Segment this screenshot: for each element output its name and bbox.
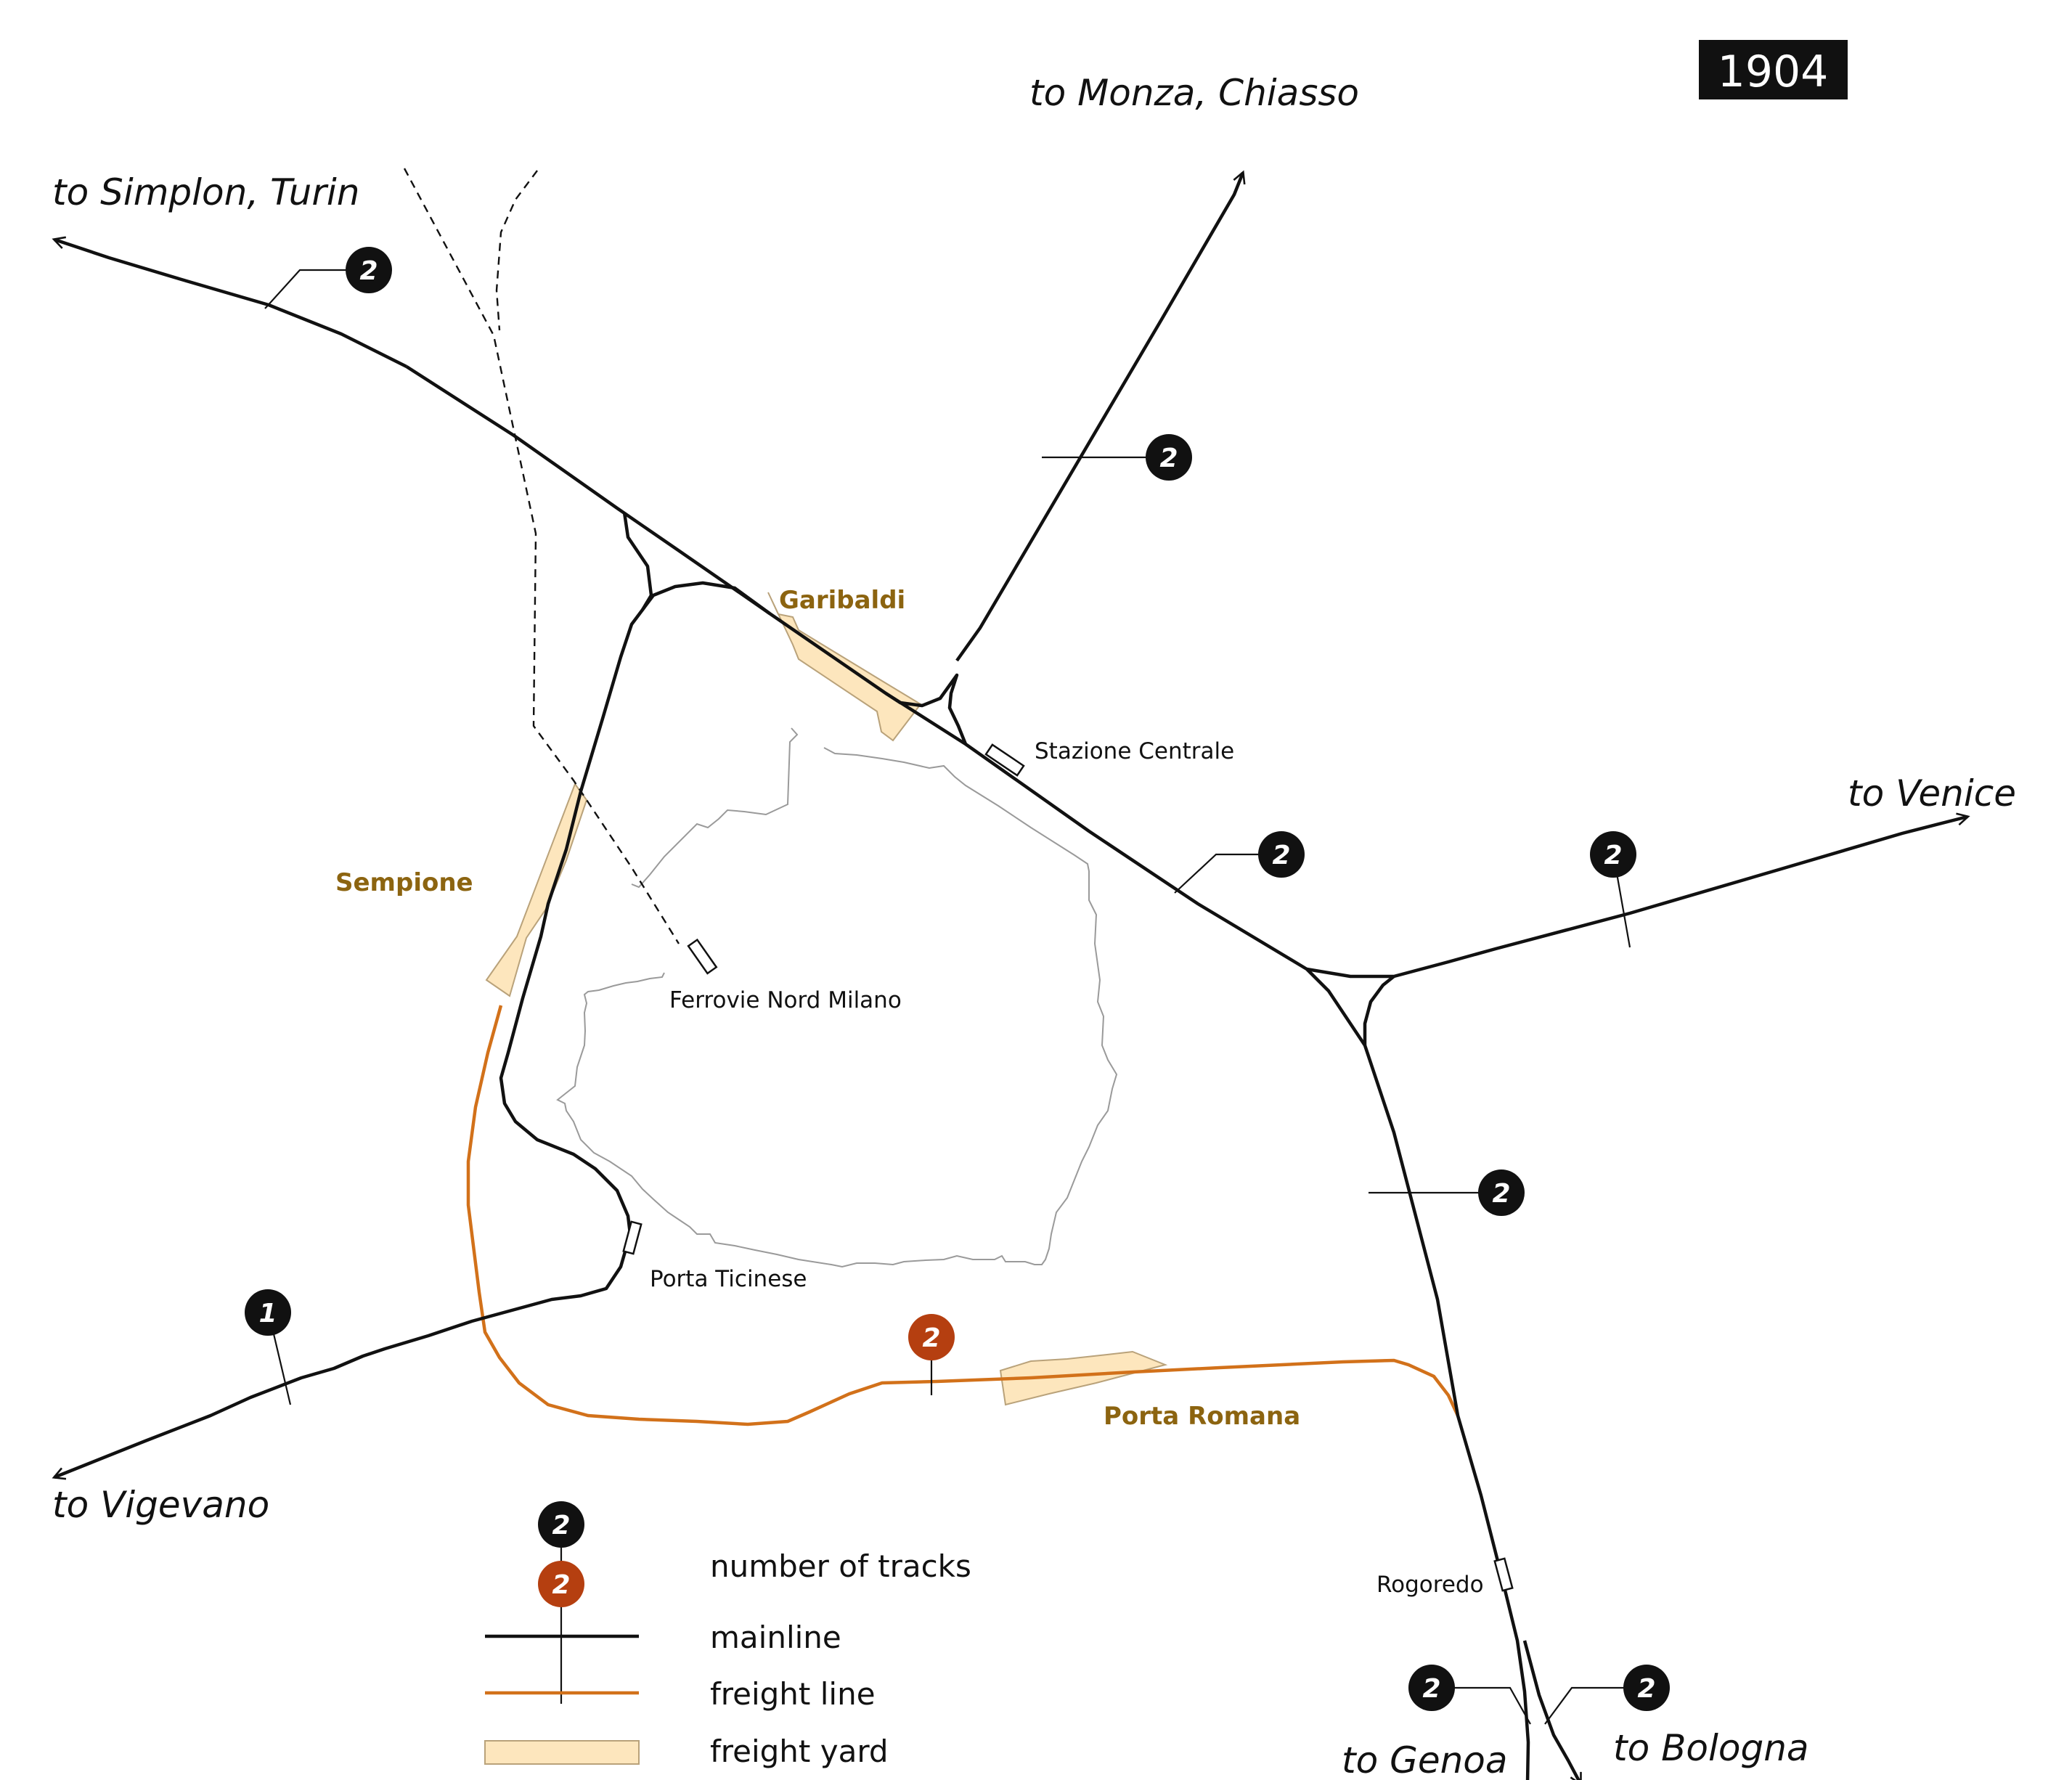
legend-yard-swatch bbox=[484, 1740, 640, 1765]
station-labels: Stazione Centrale Ferrovie Nord Milano P… bbox=[650, 738, 1484, 1598]
destination-labels: to Simplon, Turin to Monza, Chiasso to V… bbox=[52, 72, 2016, 1780]
badge-genoa: 2 bbox=[1408, 1665, 1455, 1711]
centrale-marker bbox=[984, 743, 1025, 777]
legend-tracks: number of tracks bbox=[710, 1548, 971, 1584]
east-chord bbox=[1363, 975, 1395, 1045]
legend-freight-yard: freight yard bbox=[710, 1734, 889, 1769]
label-fnm: Ferrovie Nord Milano bbox=[669, 987, 902, 1013]
track-badges: 2 2 2 2 2 1 2 2 bbox=[245, 247, 1670, 1711]
main-trunk bbox=[405, 365, 1530, 1780]
label-garibaldi: Garibaldi bbox=[779, 586, 905, 615]
badge-bologna: 2 bbox=[1623, 1665, 1670, 1711]
badge-south: 2 bbox=[1478, 1169, 1525, 1216]
city-wall-outline bbox=[556, 727, 1118, 1268]
svg-text:2: 2 bbox=[1604, 841, 1622, 870]
centrale-chord-north bbox=[884, 673, 968, 745]
label-rogoredo: Rogoredo bbox=[1376, 1572, 1484, 1598]
dest-vigevano: to Vigevano bbox=[52, 1484, 269, 1526]
svg-text:2: 2 bbox=[1159, 444, 1178, 473]
ticinese-marker bbox=[622, 1220, 643, 1255]
dest-bologna: to Bologna bbox=[1613, 1727, 1809, 1769]
svg-text:2: 2 bbox=[1422, 1674, 1440, 1704]
svg-text:1: 1 bbox=[258, 1299, 277, 1328]
label-sempione: Sempione bbox=[335, 868, 473, 897]
dest-genoa: to Genoa bbox=[1342, 1739, 1508, 1780]
bologna-line bbox=[1522, 1640, 1582, 1780]
dest-venice: to Venice bbox=[1848, 772, 2016, 815]
dest-monza: to Monza, Chiasso bbox=[1029, 72, 1359, 114]
badge-simplon: 2 bbox=[346, 247, 392, 293]
yard-labels: Garibaldi Sempione Porta Romana bbox=[335, 586, 1300, 1431]
year-box: 1904 bbox=[1699, 40, 1848, 99]
svg-text:2: 2 bbox=[1492, 1179, 1510, 1209]
badge-freight: 2 bbox=[908, 1314, 955, 1360]
legend-freight-line: freight line bbox=[710, 1676, 876, 1712]
freight-line bbox=[466, 1005, 1460, 1426]
year-label: 1904 bbox=[1718, 46, 1829, 97]
porta-romana-yard bbox=[999, 1350, 1168, 1406]
badge-monza: 2 bbox=[1146, 434, 1192, 481]
svg-text:2: 2 bbox=[1637, 1674, 1655, 1704]
sempione-yard bbox=[485, 782, 588, 997]
legend-badge-black: 2 bbox=[552, 1511, 570, 1540]
station-markers bbox=[622, 743, 1514, 1592]
legend-badge-orange: 2 bbox=[552, 1570, 570, 1600]
simplon-line bbox=[52, 236, 408, 369]
label-ticinese: Porta Ticinese bbox=[650, 1266, 807, 1292]
svg-text:2: 2 bbox=[1272, 841, 1290, 870]
west-loop bbox=[52, 512, 653, 1480]
badge-centrale-east: 2 bbox=[1258, 831, 1305, 878]
svg-text:2: 2 bbox=[359, 256, 378, 286]
venice-line bbox=[1306, 812, 1970, 979]
svg-text:2: 2 bbox=[922, 1323, 940, 1353]
garibaldi-chord bbox=[641, 581, 771, 615]
monza-line bbox=[955, 170, 1246, 662]
fnm-marker bbox=[687, 938, 718, 975]
badge-venice: 2 bbox=[1590, 831, 1636, 878]
track-leaders bbox=[264, 269, 1631, 1725]
label-centrale: Stazione Centrale bbox=[1035, 738, 1234, 764]
fnm-dashed-lines bbox=[403, 168, 680, 944]
rogoredo-marker bbox=[1493, 1557, 1514, 1592]
label-porta-romana: Porta Romana bbox=[1104, 1402, 1300, 1431]
dest-simplon: to Simplon, Turin bbox=[52, 171, 359, 213]
mainlines bbox=[52, 170, 1970, 1780]
legend: 2 2 number of tracks mainline freight li… bbox=[484, 1501, 971, 1769]
badge-vigevano: 1 bbox=[245, 1289, 291, 1336]
legend-mainline: mainline bbox=[710, 1620, 841, 1655]
